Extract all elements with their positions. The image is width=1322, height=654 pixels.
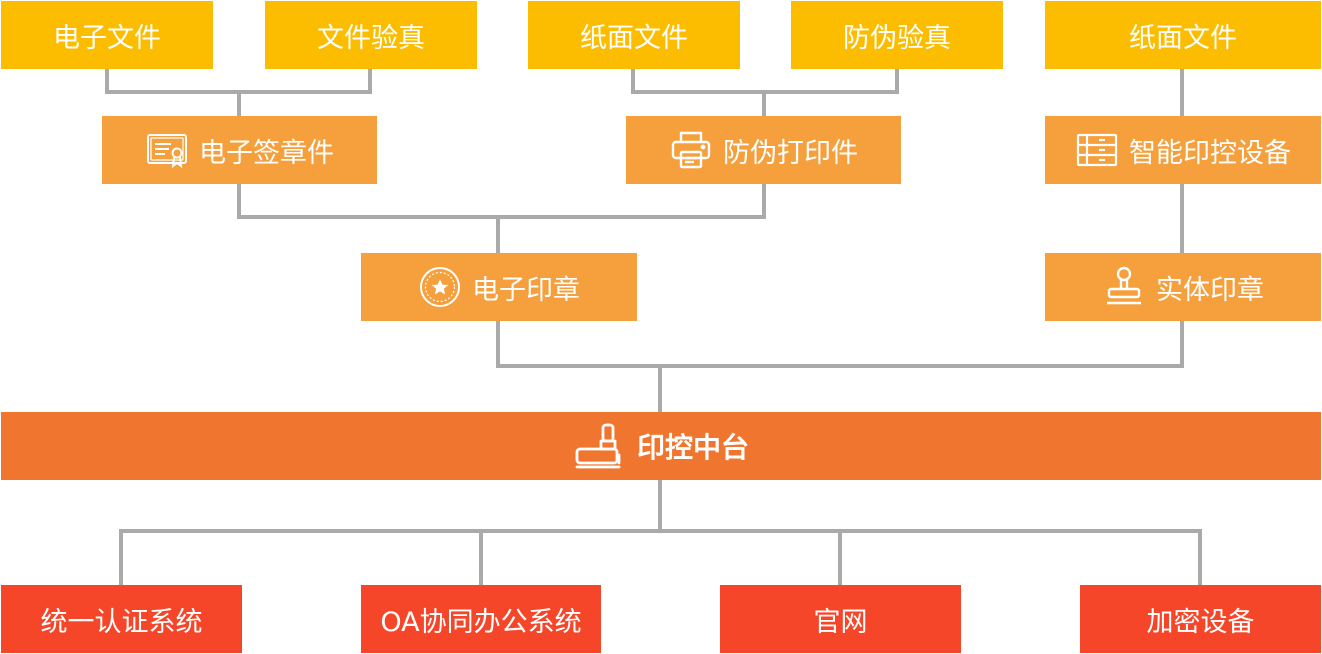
stamp-icon	[573, 419, 627, 473]
node-label: 电子签章件	[199, 137, 334, 169]
node-electronic-seal: 电子印章	[361, 253, 637, 321]
printer-icon	[669, 128, 713, 172]
node-label: 文件验真	[317, 22, 425, 54]
node-label: 电子文件	[53, 22, 161, 54]
node-file-verify: 文件验真	[265, 1, 477, 69]
node-label: 纸面文件	[580, 22, 688, 54]
node-anti-fake-print: 防伪打印件	[626, 116, 901, 184]
node-oa-system: OA协同办公系统	[361, 585, 601, 653]
connector-seals-pair	[496, 318, 1184, 368]
node-label: 智能印控设备	[1129, 137, 1291, 169]
node-label: 印控中台	[636, 431, 749, 464]
node-seal-control-hub: 印控中台	[1, 412, 1321, 480]
star-seal-icon	[418, 265, 462, 309]
node-label: 防伪验真	[843, 22, 951, 54]
cabinet-icon	[1075, 128, 1119, 172]
node-paper-file-1: 纸面文件	[528, 1, 740, 69]
certificate-icon	[145, 128, 189, 172]
node-anti-fake-verify: 防伪验真	[791, 1, 1003, 69]
node-electronic-file: 电子文件	[1, 1, 213, 69]
node-paper-file-2: 纸面文件	[1045, 1, 1321, 69]
node-label: 官网	[813, 606, 868, 638]
connector-middle-pair	[237, 181, 766, 219]
node-website: 官网	[720, 585, 961, 653]
node-label: 加密设备	[1146, 606, 1255, 638]
node-unified-auth: 统一认证系统	[1, 585, 242, 653]
node-physical-seal: 实体印章	[1045, 253, 1321, 321]
node-label: 电子印章	[472, 274, 580, 306]
connector-e-file-pair	[105, 66, 372, 94]
node-smart-seal-device: 智能印控设备	[1045, 116, 1321, 184]
connector-paper-pair	[631, 66, 899, 94]
node-label: 实体印章	[1156, 274, 1264, 306]
node-label: OA协同办公系统	[380, 606, 582, 638]
node-label: 统一认证系统	[40, 606, 203, 638]
node-label: 纸面文件	[1129, 22, 1237, 54]
node-e-signed-file: 电子签章件	[102, 116, 377, 184]
connector-bottom-bus	[119, 529, 1202, 587]
node-encrypt-device: 加密设备	[1080, 585, 1321, 653]
stamp-icon	[1102, 265, 1146, 309]
node-label: 防伪打印件	[723, 137, 858, 169]
